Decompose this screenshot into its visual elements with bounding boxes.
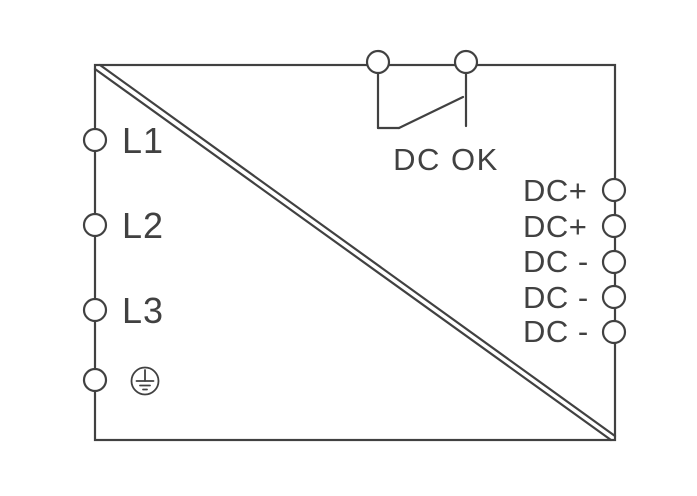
terminal-pe (82, 367, 108, 393)
dc-minus-label-3: DC - (523, 314, 589, 349)
dc-ok-relay-contact-icon (365, 49, 479, 130)
terminal-dc-plus-1 (601, 177, 627, 203)
dc-plus-label-2: DC+ (523, 209, 587, 244)
dc-ok-label: DC OK (393, 142, 499, 177)
l2-label: L2 (122, 205, 164, 246)
terminal-l2 (82, 212, 108, 238)
input-terminals (82, 127, 108, 393)
relay-terminal-right (453, 49, 479, 75)
dc-minus-label-2: DC - (523, 280, 589, 315)
terminal-l3 (82, 297, 108, 323)
protective-earth-icon (130, 366, 160, 396)
l1-label: L1 (122, 120, 164, 161)
terminal-dc-minus-3 (601, 319, 627, 345)
terminal-dc-plus-2 (601, 213, 627, 239)
terminal-dc-minus-1 (601, 249, 627, 275)
l3-label: L3 (122, 290, 164, 331)
relay-terminal-left (365, 49, 391, 75)
dc-minus-label-1: DC - (523, 244, 589, 279)
diagonal-divider (93, 63, 617, 442)
terminal-l1 (82, 127, 108, 153)
terminal-dc-minus-2 (601, 284, 627, 310)
output-terminals (601, 177, 627, 345)
dc-plus-label-1: DC+ (523, 173, 587, 208)
